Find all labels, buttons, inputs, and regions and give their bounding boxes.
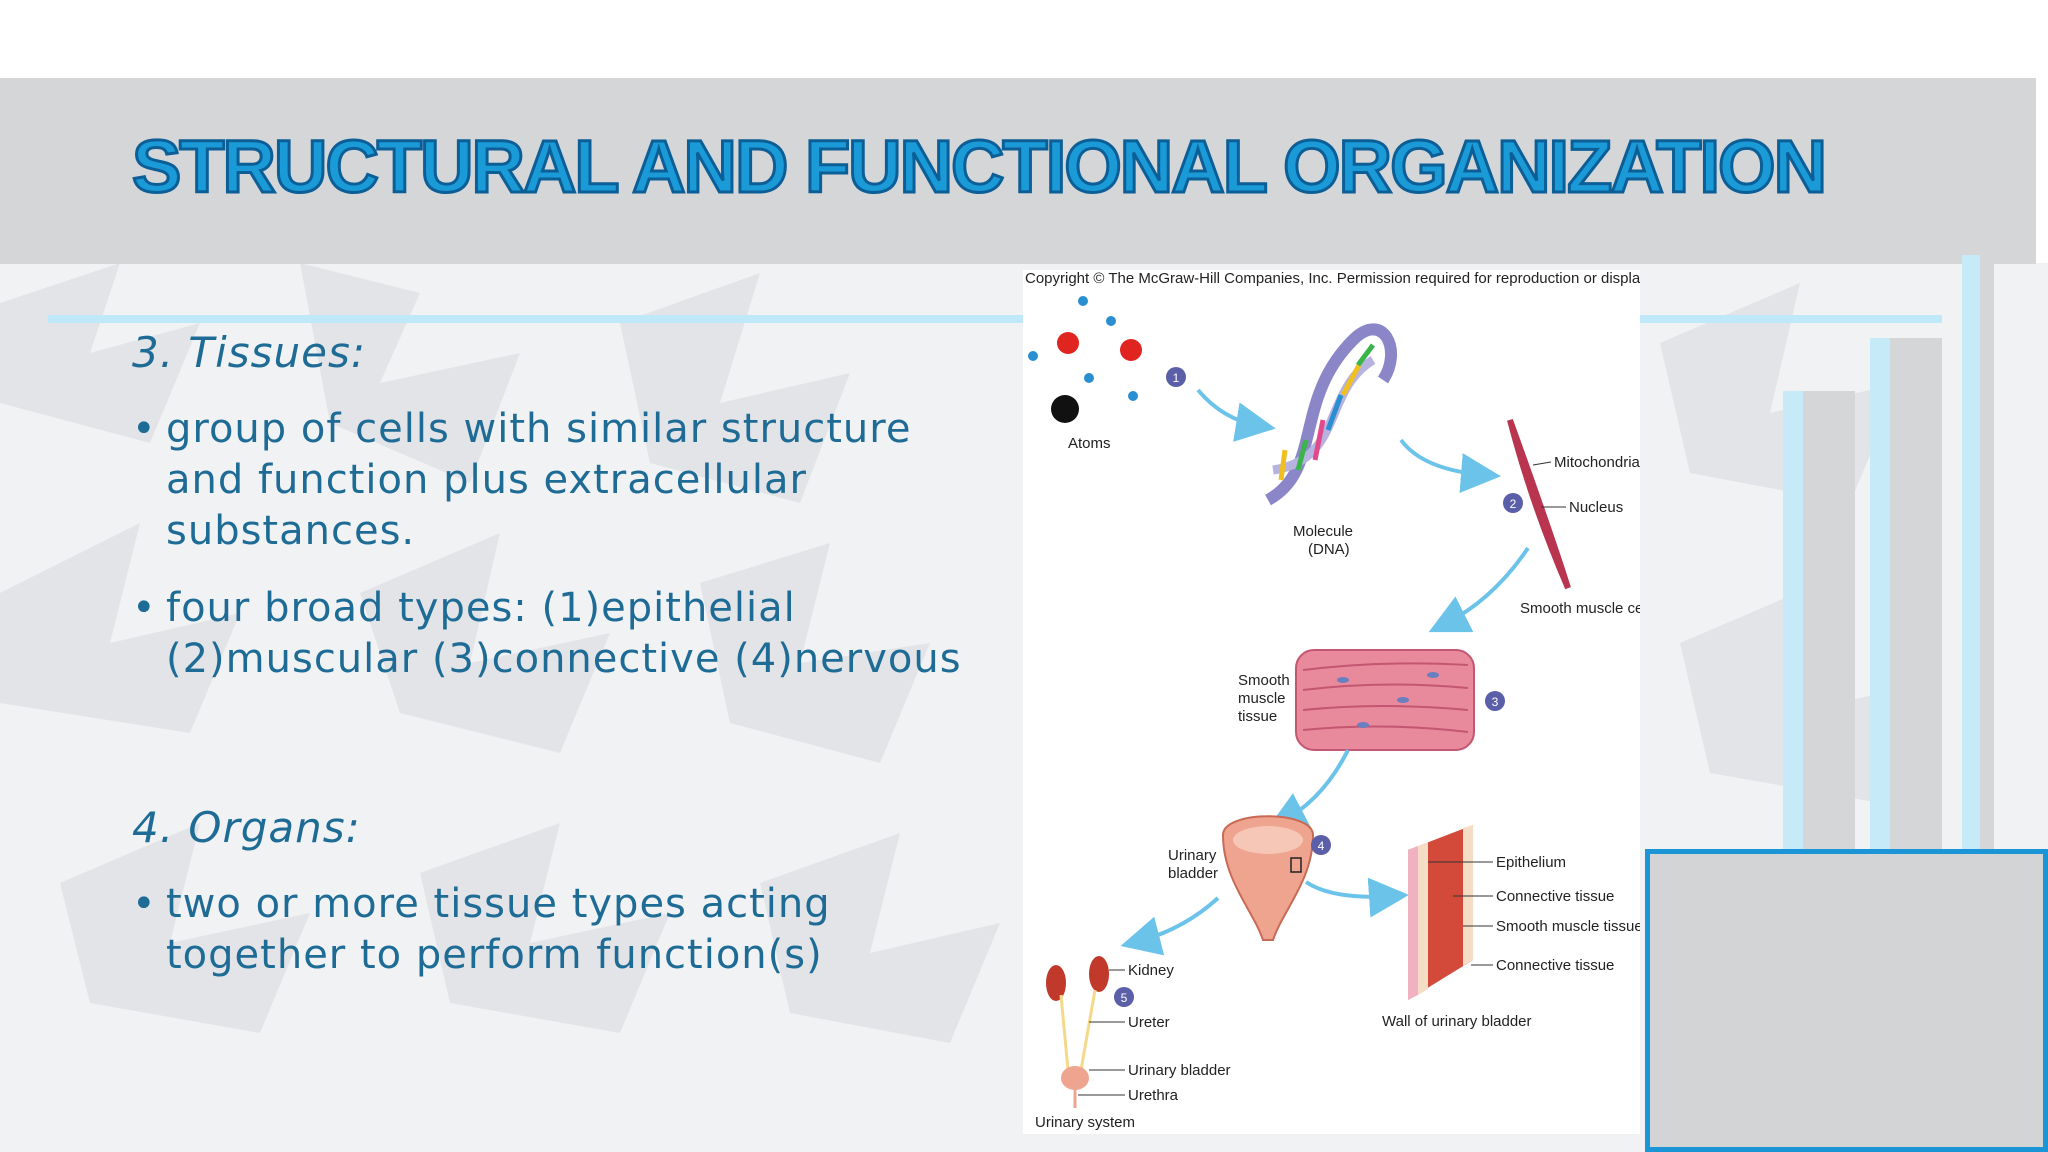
decor-bar-light-short xyxy=(1783,391,1803,851)
label-urinary-bladder: Urinary bladder xyxy=(1128,1062,1231,1079)
arrow-cell-to-tissue xyxy=(1428,546,1530,633)
dna-illustration xyxy=(1264,323,1397,506)
decor-bar-gray-short xyxy=(1803,391,1855,851)
step-number-2: 2 xyxy=(1510,497,1517,511)
label-ureter: Ureter xyxy=(1128,1014,1170,1031)
arrow-organ-to-system xyxy=(1120,896,1220,956)
step-number-3: 3 xyxy=(1492,695,1499,709)
arrow-atoms-to-molecule xyxy=(1196,388,1276,442)
label-epithelium: Epithelium xyxy=(1496,854,1566,871)
step-badge-5 xyxy=(1114,987,1134,1007)
accent-line-left xyxy=(48,315,1026,323)
step-number-1: 1 xyxy=(1173,371,1180,385)
label-muscle: muscle xyxy=(1238,690,1286,707)
label-atoms: Atoms xyxy=(1068,435,1111,452)
bullet-tissues-types: four broad types: (1)epithelial (2)muscu… xyxy=(132,583,992,685)
bullet-organs-definition: two or more tissue types acting together… xyxy=(132,879,992,981)
arrow-organ-to-wall xyxy=(1304,877,1409,918)
label-kidney: Kidney xyxy=(1128,962,1174,979)
label-urethra: Urethra xyxy=(1128,1087,1179,1104)
step-badge-1 xyxy=(1166,367,1186,387)
accent-line-right xyxy=(1640,315,1942,323)
decor-panel xyxy=(1645,849,2048,1152)
smooth-muscle-cell-illustration xyxy=(1507,418,1571,590)
label-smooth-muscle-cell: Smooth muscle cell xyxy=(1520,600,1640,617)
label-nucleus: Nucleus xyxy=(1569,499,1623,516)
decor-bar-gray-tall xyxy=(1980,255,1994,855)
label-dna: (DNA) xyxy=(1308,541,1350,558)
label-connective-tissue-1: Connective tissue xyxy=(1496,888,1614,905)
slide-body: 3. Tissues: group of cells with similar … xyxy=(132,320,992,981)
bladder-wall-illustration xyxy=(1408,825,1473,1000)
label-urinary-system: Urinary system xyxy=(1035,1114,1135,1131)
step-badge-4 xyxy=(1311,835,1331,855)
organization-diagram: Copyright © The McGraw-Hill Companies, I… xyxy=(1025,270,1640,1131)
decor-bar-light-mid xyxy=(1870,338,1890,858)
label-molecule: Molecule xyxy=(1293,523,1353,540)
bullet-tissues-definition: group of cells with similar structure an… xyxy=(132,404,992,557)
urinary-system-illustration xyxy=(1046,956,1109,1108)
decor-bar-light-tall xyxy=(1962,255,1980,855)
label-tissue: tissue xyxy=(1238,708,1277,725)
decor-bar-gray-mid xyxy=(1890,338,1942,858)
label-smooth: Smooth xyxy=(1238,672,1290,689)
atoms-illustration xyxy=(1028,296,1142,423)
section-heading-organs: 4. Organs: xyxy=(132,803,361,852)
label-connective-tissue-2: Connective tissue xyxy=(1496,957,1614,974)
step-number-4: 4 xyxy=(1318,839,1325,853)
label-wall-of-bladder: Wall of urinary bladder xyxy=(1382,1013,1532,1030)
label-smooth-muscle-tissue: Smooth muscle tissue xyxy=(1496,918,1640,935)
title-band xyxy=(0,78,2036,264)
step-badge-3 xyxy=(1485,691,1505,711)
label-urinary: Urinary xyxy=(1168,847,1217,864)
smooth-muscle-tissue-illustration xyxy=(1295,649,1475,751)
urinary-bladder-illustration xyxy=(1221,815,1315,941)
figure-copyright: Copyright © The McGraw-Hill Companies, I… xyxy=(1025,270,1640,287)
arrow-tissue-to-organ xyxy=(1266,749,1350,830)
organization-figure: Copyright © The McGraw-Hill Companies, I… xyxy=(1023,270,1640,1134)
label-mitochondria: Mitochondria xyxy=(1554,454,1640,471)
arrow-molecule-to-cell xyxy=(1399,438,1501,494)
section-heading-tissues: 3. Tissues: xyxy=(132,328,367,377)
step-badge-2 xyxy=(1503,493,1523,513)
label-bladder: bladder xyxy=(1168,865,1218,882)
slide-title: STRUCTURAL AND FUNCTIONAL ORGANIZATION xyxy=(130,124,1828,210)
step-number-5: 5 xyxy=(1121,991,1128,1005)
